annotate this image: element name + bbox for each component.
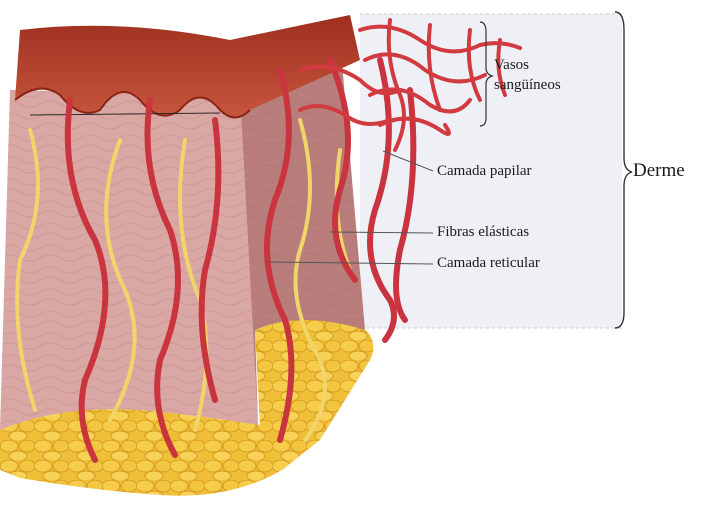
label-vasos-line2: sangüíneos (494, 77, 561, 94)
label-derme: Derme (633, 160, 685, 182)
fat-layer-side (255, 319, 373, 470)
label-camada-reticular: Camada reticular (437, 255, 540, 272)
label-vasos-line1: Vasos (494, 57, 529, 74)
label-camada-papilar: Camada papilar (437, 163, 532, 180)
label-fibras-elasticas: Fibras elásticas (437, 224, 529, 241)
fat-layer (0, 409, 282, 496)
